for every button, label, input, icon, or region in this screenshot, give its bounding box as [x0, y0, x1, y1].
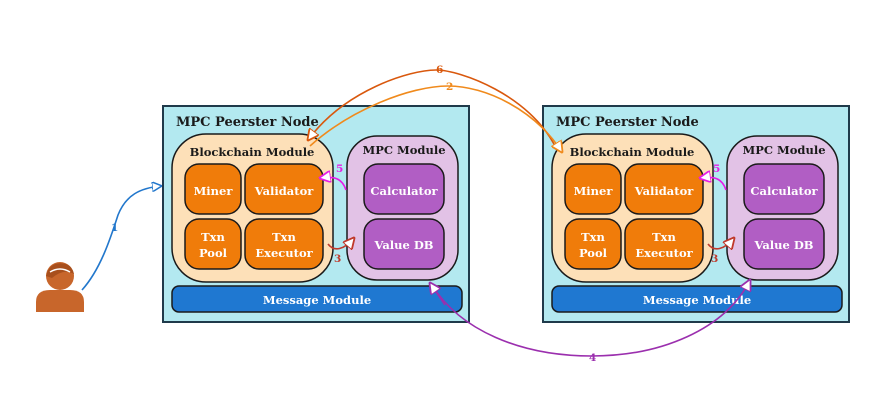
- mpc-module: MPC Module Calculator Value DB: [726, 135, 839, 281]
- svg-text:Txn: Txn: [272, 230, 296, 244]
- miner-box: Miner: [564, 163, 622, 215]
- node-title: MPC Peerster Node: [176, 115, 319, 130]
- step-label-4: 4: [589, 352, 596, 364]
- svg-text:Miner: Miner: [194, 184, 234, 198]
- svg-text:Pool: Pool: [579, 246, 608, 260]
- peerster-node-2: MPC Peerster Node Blockchain Module Mine…: [542, 105, 850, 323]
- mpc-module-title: MPC Module: [362, 143, 445, 157]
- svg-text:Miner: Miner: [574, 184, 614, 198]
- validator-box: Validator: [624, 163, 704, 215]
- svg-text:Calculator: Calculator: [750, 184, 818, 198]
- svg-text:Calculator: Calculator: [370, 184, 438, 198]
- svg-text:Executor: Executor: [255, 246, 313, 260]
- value-db-box: Value DB: [363, 218, 445, 270]
- txn-executor-box: Txn Executor: [624, 218, 704, 270]
- txn-pool-box: Txn Pool: [184, 218, 242, 270]
- step-label-3-node-2: 3: [711, 253, 718, 265]
- svg-text:Executor: Executor: [635, 246, 693, 260]
- svg-text:Message Module: Message Module: [263, 293, 371, 307]
- value-db-box: Value DB: [743, 218, 825, 270]
- blockchain-module-title: Blockchain Module: [190, 145, 315, 159]
- arrow-step-4: [431, 280, 750, 357]
- arrow-step-3-node-1: [327, 238, 354, 249]
- svg-text:Txn: Txn: [652, 230, 676, 244]
- step-label-2: 2: [446, 81, 453, 93]
- arrow-step-5-node-1: [320, 177, 347, 191]
- step-label-5-node-2: 5: [713, 163, 720, 175]
- svg-text:Txn: Txn: [581, 230, 605, 244]
- message-module: Message Module: [551, 285, 843, 313]
- arrow-step-6: [308, 69, 557, 149]
- blockchain-module: Blockchain Module Miner Validator Txn Po…: [551, 133, 714, 283]
- miner-box: Miner: [184, 163, 242, 215]
- calculator-box: Calculator: [743, 163, 825, 215]
- step-label-6: 6: [436, 64, 443, 76]
- svg-text:Validator: Validator: [254, 184, 315, 198]
- svg-text:Value DB: Value DB: [753, 238, 813, 252]
- txn-executor-box: Txn Executor: [244, 218, 324, 270]
- step-label-5-node-1: 5: [336, 163, 343, 175]
- step-label-3-node-1: 3: [334, 253, 341, 265]
- mpc-module-title: MPC Module: [742, 143, 825, 157]
- txn-pool-box: Txn Pool: [564, 218, 622, 270]
- svg-text:Pool: Pool: [199, 246, 228, 260]
- mpc-module: MPC Module Calculator Value DB: [346, 135, 459, 281]
- arrow-step-4-head-back: [430, 283, 446, 306]
- arrow-step-2: [309, 85, 562, 152]
- svg-text:Validator: Validator: [634, 184, 695, 198]
- svg-text:Message Module: Message Module: [643, 293, 751, 307]
- node-title: MPC Peerster Node: [556, 115, 699, 130]
- blockchain-module-title: Blockchain Module: [570, 145, 695, 159]
- calculator-box: Calculator: [363, 163, 445, 215]
- blockchain-module: Blockchain Module Miner Validator Txn Po…: [171, 133, 334, 283]
- arrow-step-1: [81, 186, 161, 291]
- user-person-icon: [36, 262, 84, 312]
- svg-text:Value DB: Value DB: [373, 238, 433, 252]
- arrow-step-5-node-2: [700, 177, 727, 191]
- arrow-step-3-node-2: [707, 238, 734, 249]
- peerster-node-1: MPC Peerster Node Blockchain Module Mine…: [162, 105, 470, 323]
- validator-box: Validator: [244, 163, 324, 215]
- message-module: Message Module: [171, 285, 463, 313]
- step-label-1: 1: [111, 222, 118, 234]
- svg-text:Txn: Txn: [201, 230, 225, 244]
